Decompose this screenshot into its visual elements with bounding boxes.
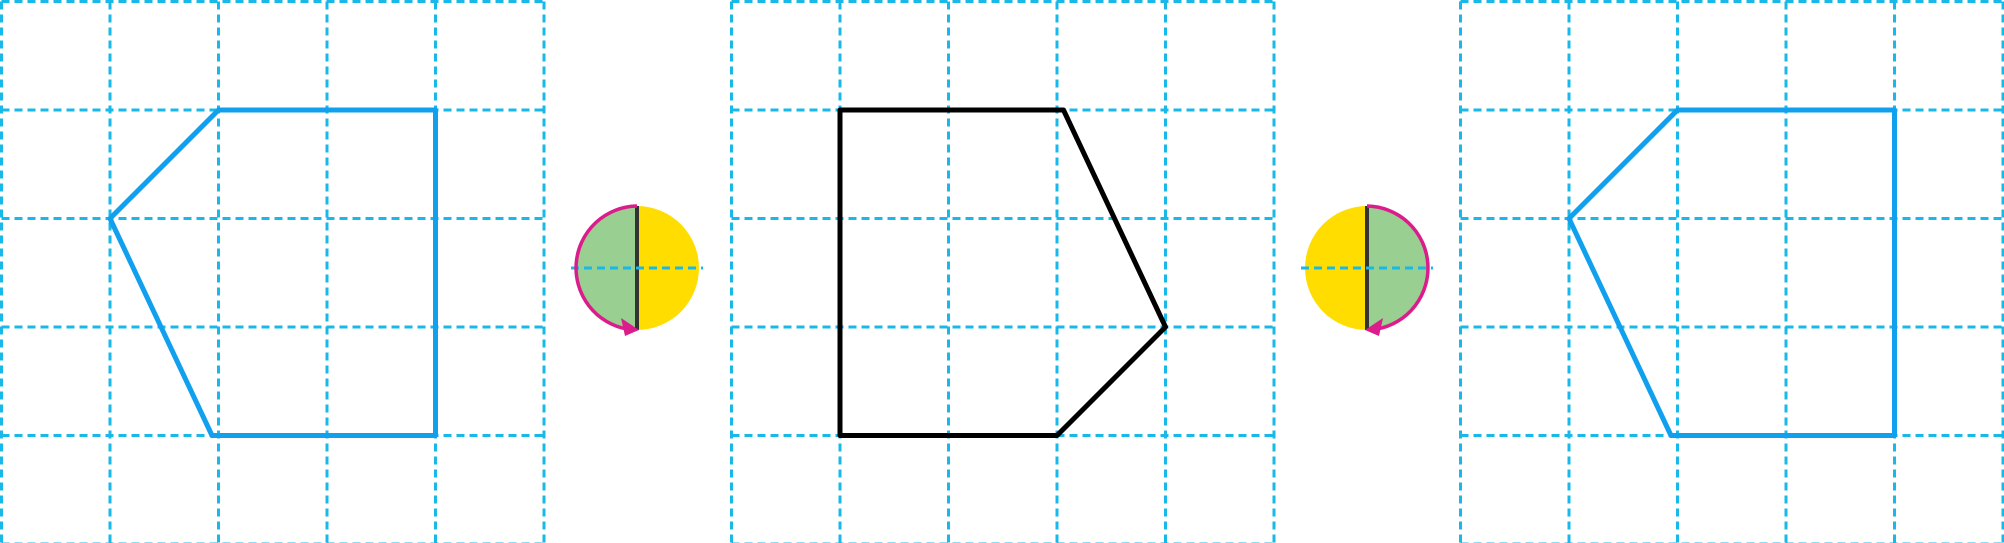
flip-arrow-arc <box>574 204 638 331</box>
arrowhead-icon <box>1365 318 1383 336</box>
flip-arrow-arc <box>1366 204 1430 331</box>
pentagon-shape-right <box>1566 107 1897 438</box>
flip-icon-left <box>571 204 703 336</box>
left-half <box>1305 206 1367 330</box>
grid-lines <box>0 0 546 543</box>
pentagon-shape-left <box>107 107 438 438</box>
grid-lines <box>730 0 1276 543</box>
arrowhead-icon <box>621 318 639 336</box>
pentagon-shape-middle <box>837 107 1168 438</box>
grid-panel-middle <box>730 0 1276 543</box>
grid-panel-left <box>0 0 546 543</box>
grid-panel-right <box>1459 0 2004 543</box>
grid-lines <box>1459 0 2004 543</box>
left-half <box>575 206 637 330</box>
flip-icon-right <box>1301 204 1433 336</box>
